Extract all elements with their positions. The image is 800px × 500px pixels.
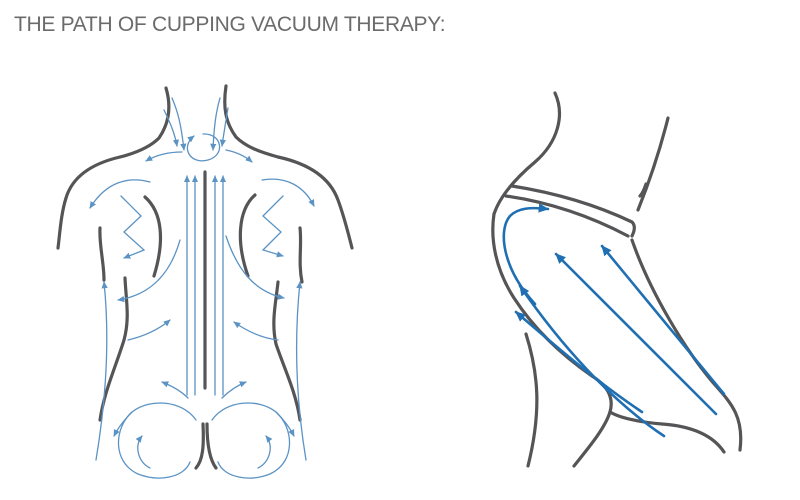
right-side-up-arrow xyxy=(295,281,307,461)
left-shoulder-line xyxy=(56,155,122,250)
right-scapula-zigzag-arrow xyxy=(261,195,284,258)
right-shoulder-sweep-arrow xyxy=(261,178,315,207)
right-torso-line xyxy=(272,280,302,422)
neck-left-downstream-arrow xyxy=(171,97,187,151)
left-mid-back-arrow xyxy=(127,319,171,341)
right-gluteal-inner-arrow xyxy=(257,435,273,469)
back-figure xyxy=(56,84,354,479)
left-torso-line xyxy=(98,276,129,422)
leg-arrows xyxy=(502,203,726,438)
neck-circle-arrow xyxy=(186,133,221,162)
right-gluteal-outer-arrow xyxy=(275,411,295,437)
right-scapula-line xyxy=(238,193,257,278)
front-torso-line xyxy=(636,116,670,212)
lower-right-fan-arrow xyxy=(221,381,247,399)
back-arrows xyxy=(89,97,315,479)
back-thigh-up-arrow xyxy=(518,284,666,438)
belt-upper-line xyxy=(510,184,636,238)
back-leg-line xyxy=(491,212,613,414)
gluteal-cleft-line xyxy=(194,422,218,470)
upper-front-thigh-up-arrow xyxy=(600,244,726,396)
outer-thigh-up-arrow xyxy=(514,310,644,414)
right-mid-back-arrow xyxy=(233,321,279,341)
lower-left-fan-arrow xyxy=(161,381,189,399)
neck-left-line xyxy=(118,86,171,159)
left-gluteal-inner-arrow xyxy=(135,435,151,469)
neck-right-downstream-arrow-2 xyxy=(219,107,229,147)
upper-right-shoulder-arrow xyxy=(225,149,253,163)
left-arm-line xyxy=(98,226,106,282)
knee-line xyxy=(608,410,726,454)
leg-outline xyxy=(491,91,743,468)
back-calf-line xyxy=(572,410,612,468)
inner-thigh-line xyxy=(524,332,539,468)
belt-tab-line xyxy=(638,182,648,198)
left-side-up-arrow xyxy=(95,281,108,461)
left-scapula-zigzag-arrow xyxy=(120,195,146,259)
left-rib-curve-arrow xyxy=(117,239,181,303)
buttock-curve-arrow xyxy=(502,203,550,306)
back-hip-line xyxy=(492,91,562,216)
front-thigh-up-arrow xyxy=(554,252,718,416)
neck-left-downstream-arrow-2 xyxy=(163,109,180,147)
right-arm-line xyxy=(298,226,304,284)
back-outline xyxy=(56,84,354,470)
leg-figure xyxy=(491,91,743,468)
right-rib-curve-arrow xyxy=(225,235,285,300)
neck-right-downstream-arrow xyxy=(210,97,221,151)
right-shoulder-line xyxy=(276,155,354,250)
left-gluteal-outer-arrow xyxy=(113,411,133,437)
left-shoulder-sweep-arrow xyxy=(89,179,151,209)
belt-lower-line xyxy=(504,194,630,238)
neck-right-line xyxy=(223,84,280,159)
right-gluteal-circle-arrow xyxy=(211,402,291,479)
upper-left-shoulder-arrow xyxy=(145,151,183,162)
page-title: THE PATH OF CUPPING VACUUM THERAPY: xyxy=(14,13,446,36)
left-scapula-line xyxy=(143,195,163,278)
left-gluteal-circle-arrow xyxy=(117,402,197,479)
